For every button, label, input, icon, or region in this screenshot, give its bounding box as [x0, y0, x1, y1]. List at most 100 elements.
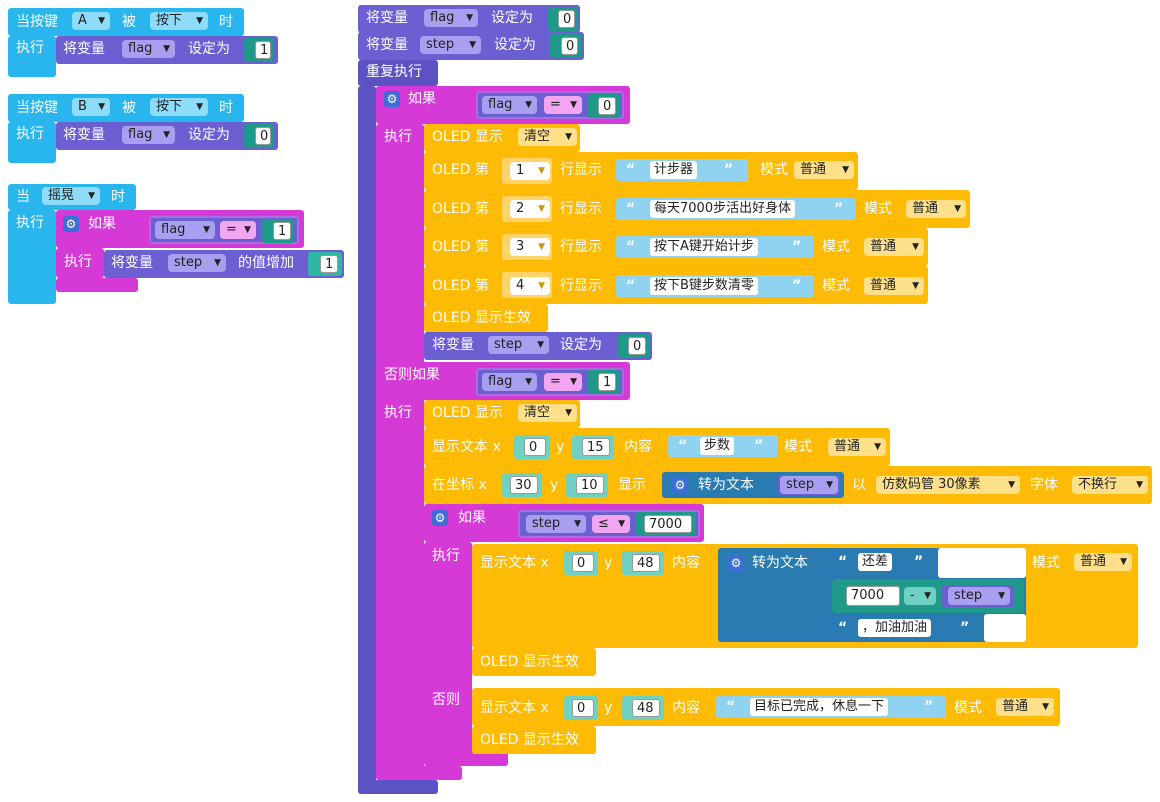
gear-icon[interactable]: ⚙ — [672, 477, 688, 493]
dropdown-mode[interactable]: 普通▼ — [794, 161, 854, 179]
dropdown-operator[interactable]: ≤▼ — [592, 515, 630, 533]
label-set-variable: 将变量 — [432, 337, 474, 353]
dropdown-line[interactable]: 2▼ — [510, 200, 550, 218]
dropdown-mode[interactable]: 普通▼ — [864, 277, 924, 295]
oled-show-block[interactable] — [472, 726, 596, 754]
label-was: 被 — [122, 100, 136, 116]
dropdown-variable[interactable]: flag▼ — [424, 9, 478, 27]
dropdown-variable[interactable]: flag▼ — [155, 221, 215, 239]
dropdown-action[interactable]: 按下▼ — [150, 98, 208, 116]
number-input[interactable]: 0 — [558, 10, 575, 28]
string-block[interactable]: “ 按下B键步数清零 ” — [616, 275, 814, 297]
dropdown-variable[interactable]: flag▼ — [122, 126, 175, 144]
dropdown-font[interactable]: 仿数码管 30像素▼ — [876, 476, 1020, 494]
display-text-block[interactable] — [424, 428, 890, 466]
dropdown-variable[interactable]: step▼ — [948, 587, 1010, 605]
string-input[interactable]: 按下A键开始计步 — [650, 238, 758, 256]
label-content: 内容 — [672, 700, 700, 716]
number-input[interactable]: 0 — [598, 97, 616, 115]
number-input[interactable]: 1 — [320, 255, 338, 273]
forever-loop-header[interactable] — [358, 60, 438, 86]
string-input[interactable]: 按下B键步数清零 — [650, 277, 758, 295]
string-block[interactable]: “ 步数 ” — [668, 435, 778, 457]
label-mode: 模式 — [864, 201, 892, 217]
y-input[interactable]: 15 — [582, 438, 610, 456]
dropdown-line[interactable]: 1▼ — [510, 162, 550, 180]
string-input[interactable]: 还差 — [858, 553, 893, 571]
dropdown-mode[interactable]: 普通▼ — [864, 238, 924, 256]
number-input[interactable]: 1 — [273, 222, 291, 240]
gear-icon[interactable]: ⚙ — [63, 216, 79, 232]
x-input[interactable]: 0 — [524, 438, 546, 456]
label-at-coord: 在坐标 x — [432, 477, 487, 493]
dropdown-oled-mode[interactable]: 清空▼ — [518, 404, 577, 422]
label-mode: 模式 — [822, 239, 850, 255]
dropdown-variable[interactable]: flag▼ — [482, 96, 537, 114]
dropdown-operator[interactable]: =▼ — [544, 373, 582, 391]
string-block[interactable]: “ 按下A键开始计步 ” — [616, 236, 814, 258]
label-display-text: 显示文本 x — [480, 555, 549, 571]
dropdown-mode[interactable]: 普通▼ — [1074, 553, 1132, 571]
string-block[interactable]: “ 计步器 ” — [616, 159, 748, 181]
y-input[interactable]: 48 — [632, 554, 660, 572]
dropdown-variable[interactable]: step▼ — [168, 254, 226, 272]
label-set-variable: 将变量 — [63, 127, 105, 143]
dropdown-variable[interactable]: flag▼ — [122, 40, 175, 58]
number-input[interactable]: 1 — [255, 41, 271, 59]
x-input[interactable]: 0 — [572, 699, 594, 717]
dropdown-line[interactable]: 4▼ — [510, 277, 550, 295]
label-if: 如果 — [88, 216, 116, 232]
number-input[interactable]: 0 — [561, 37, 578, 55]
string-input[interactable]: 计步器 — [650, 161, 698, 179]
label-y: y — [604, 555, 613, 571]
label-set-to: 设定为 — [494, 37, 536, 53]
label-oled-display: OLED 显示 — [432, 405, 503, 421]
gear-icon[interactable]: ⚙ — [384, 91, 400, 107]
string-input[interactable]: 步数 — [700, 437, 735, 455]
oled-show-block[interactable] — [424, 304, 548, 332]
y-input[interactable]: 48 — [632, 699, 660, 717]
dropdown-mode[interactable]: 普通▼ — [906, 200, 966, 218]
dropdown-wrap[interactable]: 不换行▼ — [1072, 476, 1148, 494]
dropdown-variable[interactable]: step▼ — [488, 336, 549, 354]
string-input[interactable]: 目标已完成，休息一下 — [750, 698, 889, 716]
string-block[interactable]: “ 目标已完成，休息一下 ” — [716, 696, 946, 718]
gear-icon[interactable]: ⚙ — [728, 555, 744, 571]
dropdown-oled-mode[interactable]: 清空▼ — [518, 128, 577, 146]
string-block[interactable]: “ 每天7000步活出好身体 ” — [616, 198, 856, 220]
forever-loop-body — [358, 86, 376, 794]
string-input[interactable]: ，加油加油 — [858, 619, 932, 637]
label-to-text: 转为文本 — [752, 555, 808, 571]
dropdown-variable[interactable]: step▼ — [526, 515, 586, 533]
number-input[interactable]: 7000 — [846, 586, 900, 606]
gear-icon[interactable]: ⚙ — [432, 510, 448, 526]
dropdown-variable[interactable]: flag▼ — [482, 373, 537, 391]
dropdown-mode[interactable]: 普通▼ — [996, 698, 1054, 716]
dropdown-key[interactable]: B▼ — [72, 98, 110, 116]
dropdown-operator[interactable]: =▼ — [220, 221, 256, 239]
label-set-to: 设定为 — [188, 127, 230, 143]
number-input[interactable]: 0 — [628, 337, 646, 355]
x-input[interactable]: 30 — [510, 476, 538, 494]
label-else: 否则 — [432, 692, 460, 708]
event-key-b-body — [8, 122, 56, 163]
number-input[interactable]: 7000 — [644, 515, 692, 533]
x-input[interactable]: 0 — [572, 554, 594, 572]
dropdown-line[interactable]: 3▼ — [510, 238, 550, 256]
dropdown-gesture[interactable]: 摇晃▼ — [42, 187, 100, 205]
dropdown-operator[interactable]: -▼ — [904, 587, 936, 605]
string-block[interactable]: “ ，加油加油 ” — [830, 617, 982, 639]
dropdown-operator[interactable]: =▼ — [544, 96, 582, 114]
string-input[interactable]: 每天7000步活出好身体 — [650, 200, 796, 218]
label-oled-line: OLED 第 — [432, 201, 489, 217]
dropdown-key[interactable]: A▼ — [72, 12, 110, 30]
dropdown-variable[interactable]: step▼ — [420, 36, 481, 54]
number-input[interactable]: 0 — [255, 127, 271, 145]
oled-show-block[interactable] — [472, 648, 596, 676]
y-input[interactable]: 10 — [576, 476, 604, 494]
number-input[interactable]: 1 — [598, 373, 616, 391]
string-block[interactable]: “ 还差 ” — [830, 551, 936, 573]
dropdown-action[interactable]: 按下▼ — [150, 12, 208, 30]
dropdown-variable[interactable]: step▼ — [780, 476, 838, 494]
dropdown-mode[interactable]: 普通▼ — [828, 438, 886, 456]
